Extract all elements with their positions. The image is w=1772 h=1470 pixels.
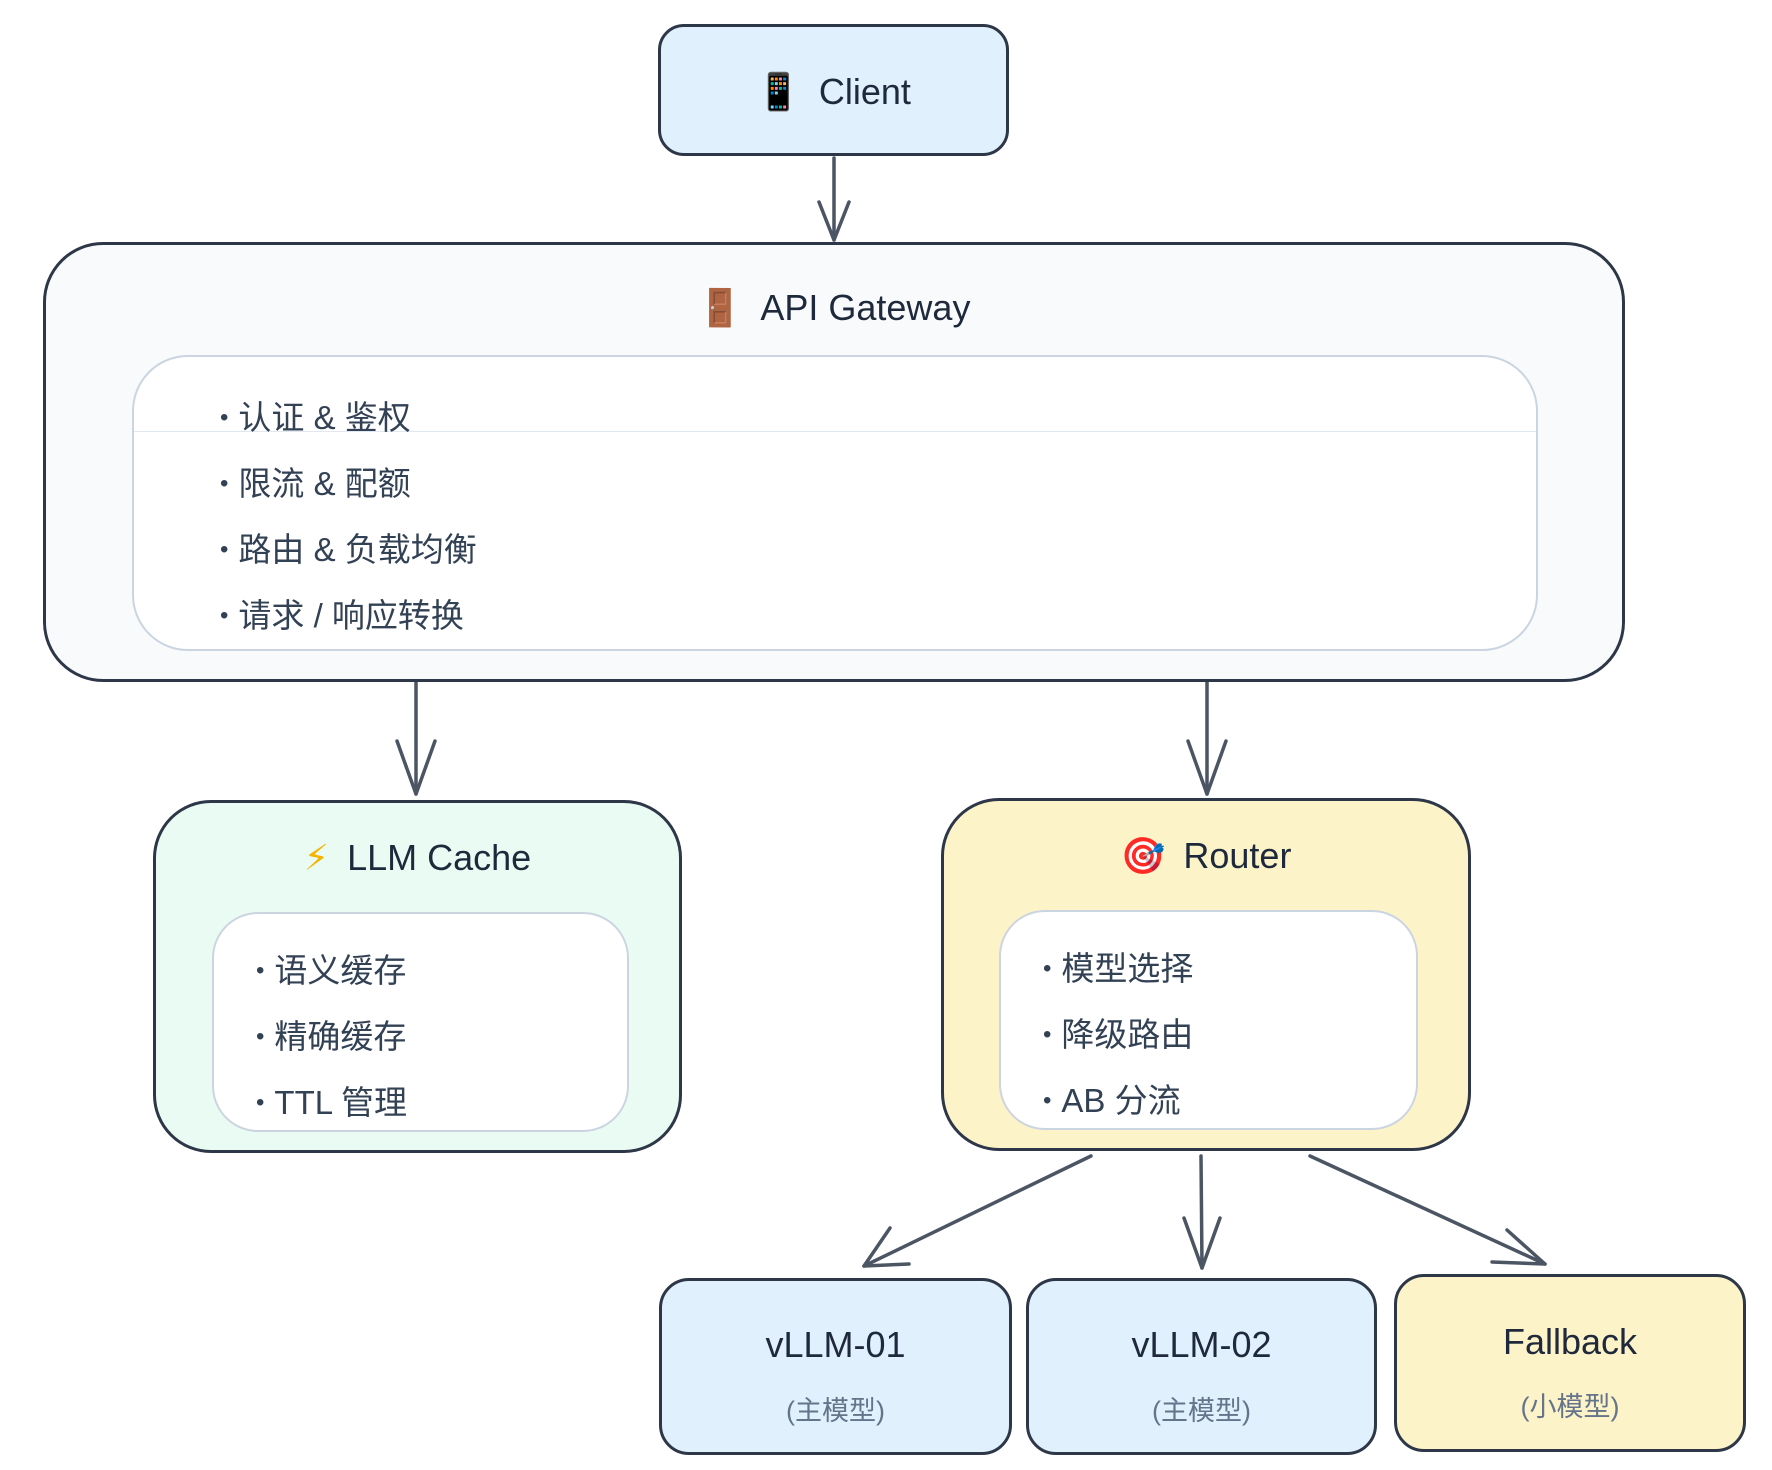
- api-gateway-feature-list: •认证 & 鉴权 •限流 & 配额 •路由 & 负载均衡 •请求 / 响应转换: [132, 355, 1538, 651]
- lightning-icon: ⚡: [303, 838, 330, 879]
- fallback-sublabel: (小模型): [1520, 1392, 1620, 1422]
- list-item: •降级路由: [1043, 1016, 1194, 1053]
- target-icon: 🎯: [1120, 836, 1166, 877]
- edge-client-gateway: [817, 156, 851, 242]
- client-label: Client: [818, 71, 911, 112]
- list-item: •请求 / 响应转换: [220, 597, 464, 634]
- edge-router-vllm02: [1182, 1154, 1222, 1270]
- llm-cache-feature-list: •语义缓存 •精确缓存 •TTL 管理: [212, 912, 629, 1132]
- llm-cache-label: LLM Cache: [347, 837, 532, 878]
- client-title: 📱 Client: [661, 71, 1006, 113]
- vllm-02-sublabel: (主模型): [1152, 1396, 1251, 1426]
- vllm-01-label: vLLM-01: [765, 1324, 906, 1365]
- vllm-02-node[interactable]: vLLM-02 (主模型): [1026, 1278, 1377, 1455]
- list-item: •精确缓存: [256, 1018, 407, 1055]
- list-item: •路由 & 负载均衡: [220, 531, 477, 568]
- router-title: 🎯 Router: [944, 835, 1468, 877]
- edge-router-fallback: [1308, 1154, 1547, 1266]
- edge-gateway-cache: [395, 680, 437, 796]
- api-gateway-label: API Gateway: [760, 287, 971, 328]
- api-gateway-node[interactable]: 🚪 API Gateway •认证 & 鉴权 •限流 & 配额 •路由 & 负载均…: [43, 242, 1625, 682]
- client-node[interactable]: 📱 Client: [658, 24, 1009, 156]
- divider: [134, 431, 1536, 432]
- llm-cache-title: ⚡ LLM Cache: [156, 837, 679, 879]
- router-node[interactable]: 🎯 Router •模型选择 •降级路由 •AB 分流: [941, 798, 1471, 1151]
- fallback-label: Fallback: [1502, 1321, 1638, 1362]
- fallback-node[interactable]: Fallback (小模型): [1394, 1274, 1746, 1452]
- mobile-phone-icon: 📱: [756, 72, 801, 113]
- llm-cache-node[interactable]: ⚡ LLM Cache •语义缓存 •精确缓存 •TTL 管理: [153, 800, 682, 1153]
- door-icon: 🚪: [697, 288, 743, 329]
- edge-router-vllm01: [862, 1154, 1093, 1268]
- router-label: Router: [1183, 835, 1292, 876]
- list-item: •模型选择: [1043, 950, 1194, 987]
- list-item: •TTL 管理: [256, 1084, 408, 1121]
- list-item: •认证 & 鉴权: [220, 399, 411, 436]
- vllm-01-node[interactable]: vLLM-01 (主模型): [659, 1278, 1012, 1455]
- api-gateway-title: 🚪 API Gateway: [46, 287, 1622, 329]
- list-item: •AB 分流: [1043, 1082, 1181, 1119]
- edge-gateway-router: [1186, 680, 1228, 796]
- vllm-02-label: vLLM-02: [1131, 1324, 1272, 1365]
- vllm-01-sublabel: (主模型): [786, 1396, 885, 1426]
- list-item: •语义缓存: [256, 952, 407, 989]
- list-item: •限流 & 配额: [220, 465, 411, 502]
- router-feature-list: •模型选择 •降级路由 •AB 分流: [999, 910, 1418, 1130]
